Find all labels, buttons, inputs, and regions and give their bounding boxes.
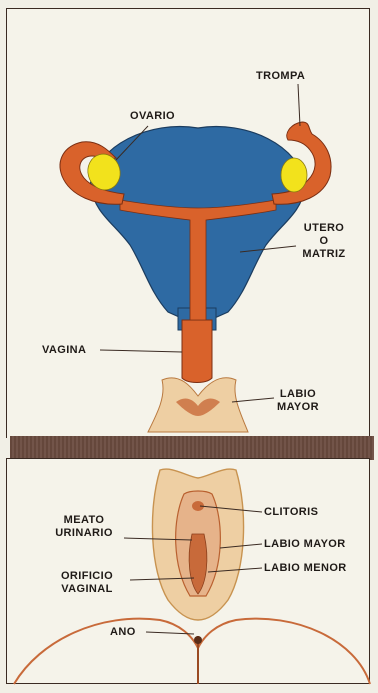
vulva-outer [148, 378, 248, 432]
vaginal-canal [182, 320, 212, 383]
label-labio-mayor-top: LABIO MAYOR [268, 388, 328, 414]
right-ovary [281, 158, 307, 192]
label-trompa: TROMPA [256, 70, 305, 83]
label-orificio-vaginal: ORIFICIO VAGINAL [44, 570, 130, 596]
label-utero: UTERO O MATRIZ [294, 222, 354, 261]
label-meato-line-1: MEATO [44, 514, 124, 527]
label-orificio-line-2: VAGINAL [44, 583, 130, 596]
label-ovario: OVARIO [130, 110, 175, 123]
anus [194, 636, 202, 644]
label-labio-mayor-top-line-1: LABIO [268, 388, 328, 401]
label-ano: ANO [110, 626, 136, 639]
label-meato: MEATO URINARIO [44, 514, 124, 540]
label-utero-line-1: UTERO [294, 222, 354, 235]
label-labio-mayor-bottom: LABIO MAYOR [264, 538, 346, 551]
label-orificio-line-1: ORIFICIO [44, 570, 130, 583]
label-utero-line-3: MATRIZ [294, 248, 354, 261]
label-labio-mayor-top-line-2: MAYOR [268, 401, 328, 414]
buttocks [14, 619, 370, 684]
label-vagina: VAGINA [42, 344, 86, 357]
label-meato-line-2: URINARIO [44, 527, 124, 540]
label-utero-line-2: O [294, 235, 354, 248]
label-clitoris: CLITORIS [264, 506, 318, 519]
label-labio-menor: LABIO MENOR [264, 562, 347, 575]
